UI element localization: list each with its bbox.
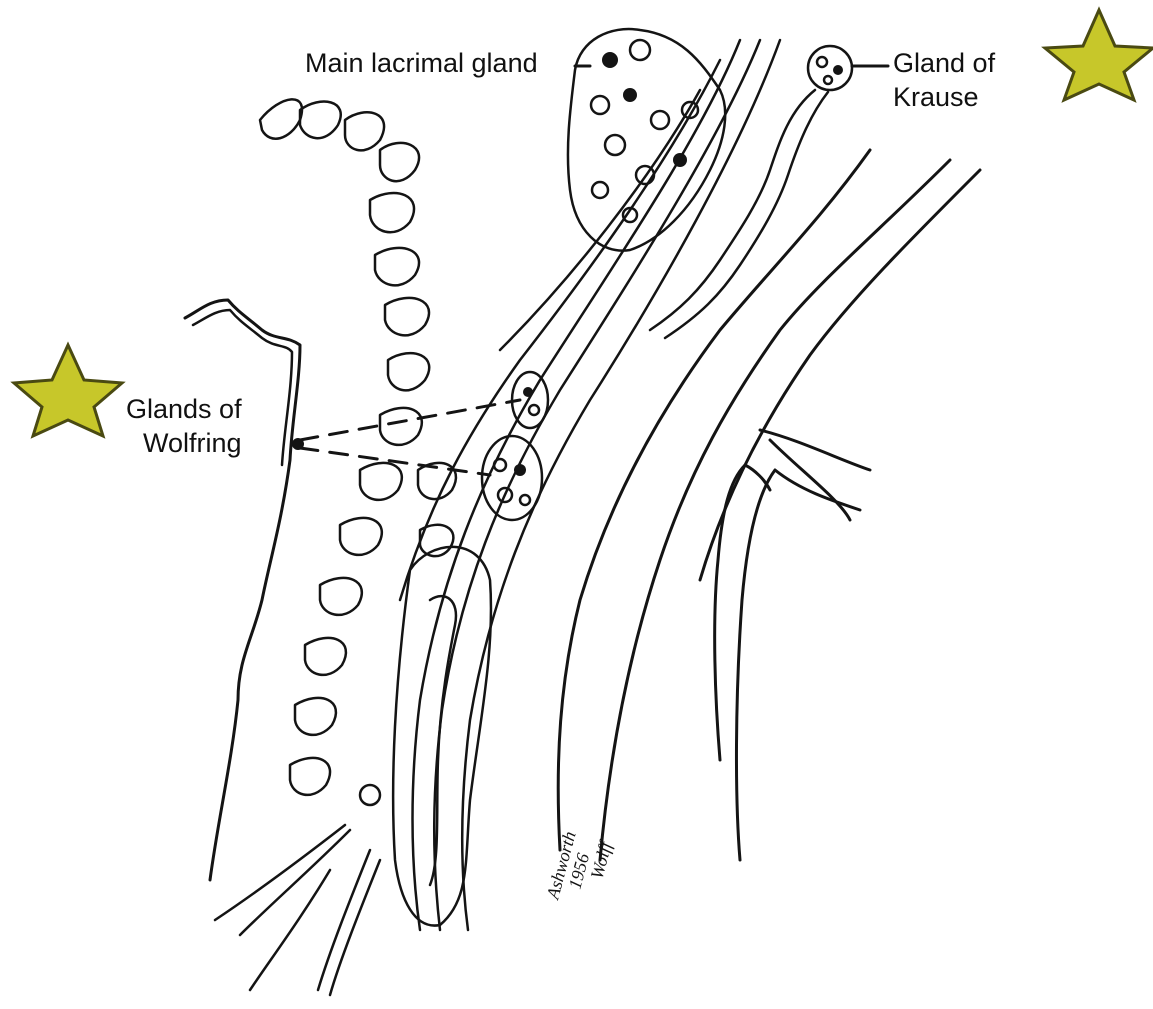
main-lacrimal-gland-drawing — [568, 29, 725, 251]
svg-text:Wolff: Wolff — [587, 837, 617, 881]
conjunctiva-bundle — [400, 40, 780, 930]
glands-of-wolfring-label: Glands of Wolfring — [126, 392, 242, 460]
gland-of-krause-line-2: Krause — [893, 80, 995, 114]
gland-of-krause-line-1: Gland of — [893, 46, 995, 80]
artist-signature: Ashworth 1956 Wolff — [542, 829, 616, 902]
star-icon — [14, 345, 122, 436]
star-icon — [1045, 10, 1153, 100]
eyelashes — [215, 785, 380, 995]
wolfring-glands-drawing — [482, 372, 548, 520]
glands-of-wolfring-line-1: Glands of — [126, 392, 242, 426]
eyeball-curves — [558, 150, 980, 860]
glands-of-wolfring-line-2: Wolfring — [126, 426, 242, 460]
gland-of-krause-label: Gland of Krause — [893, 46, 995, 114]
main-lacrimal-gland-label: Main lacrimal gland — [305, 46, 538, 80]
main-lacrimal-gland-text: Main lacrimal gland — [305, 48, 538, 78]
eyelid-skin-outline — [185, 300, 300, 880]
